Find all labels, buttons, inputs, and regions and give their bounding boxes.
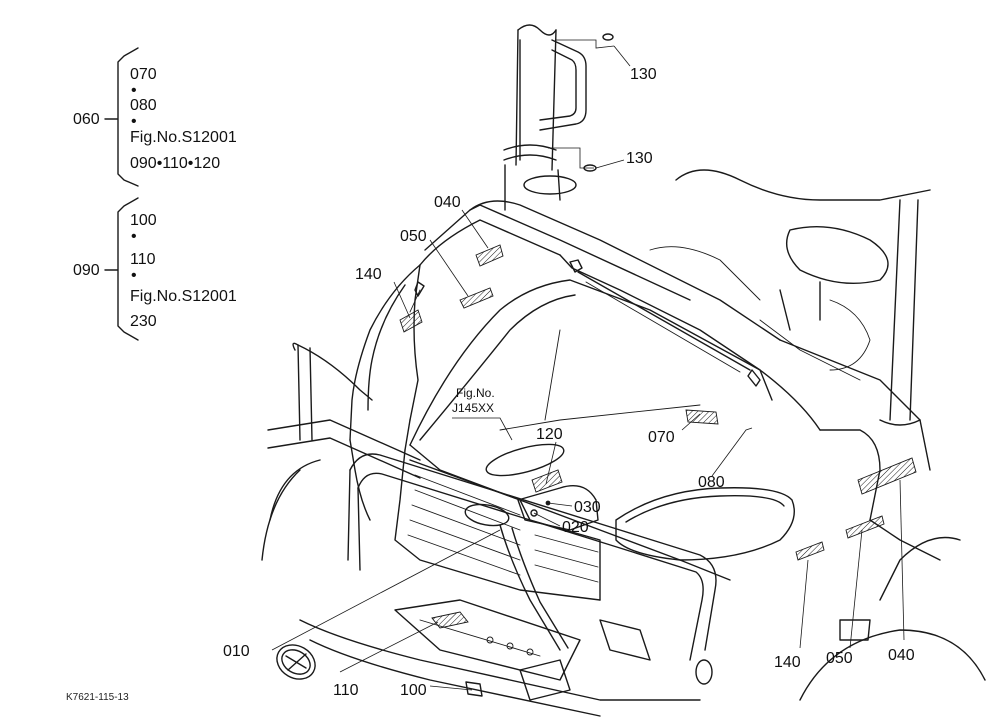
group-090-item: 230 xyxy=(130,313,157,330)
group-090: 090 100 • 110 • Fig.No.S12001 230 xyxy=(73,197,237,341)
group-060-item: 070 xyxy=(130,66,157,83)
reference-code: K7621-115-13 xyxy=(66,692,129,703)
callout-010: 010 xyxy=(223,643,250,660)
callout-140: 140 xyxy=(355,266,382,283)
left-side-panel xyxy=(349,264,425,521)
headlight xyxy=(615,487,795,561)
brush-guard xyxy=(267,342,717,717)
callout-080: 080 xyxy=(698,474,725,491)
callout-050: 050 xyxy=(400,228,427,245)
group-090-dot: • xyxy=(131,228,137,245)
callout-070: 070 xyxy=(648,429,675,446)
group-090-item: 110 xyxy=(130,251,156,268)
group-090-item: Fig.No.S12001 xyxy=(130,288,237,305)
callout-110: 110 xyxy=(333,682,359,699)
group-060-dot: • xyxy=(131,113,137,130)
group-090-id: 090 xyxy=(73,262,100,279)
callout-120: 120 xyxy=(536,426,563,443)
emblem-010 xyxy=(276,644,316,680)
misc-parts xyxy=(599,619,871,685)
roll-bar xyxy=(503,24,615,211)
group-060-id: 060 xyxy=(73,111,100,128)
callout-020: 020 xyxy=(562,519,589,536)
vehicle-drawing xyxy=(261,24,986,717)
callout-labels: 130 130 040 050 140 120 070 080 030 020 … xyxy=(223,66,915,699)
callout-130: 130 xyxy=(630,66,657,83)
group-060-bracket xyxy=(104,47,139,187)
fig-callout-line2: J145XX xyxy=(452,401,494,415)
group-060-item: 080 xyxy=(130,97,157,114)
callout-140: 140 xyxy=(774,654,801,671)
group-060-dot: • xyxy=(131,82,137,99)
group-090-dot: • xyxy=(131,267,137,284)
callout-040: 040 xyxy=(888,647,915,664)
callout-030: 030 xyxy=(574,499,601,516)
right-side-body xyxy=(649,169,941,561)
group-090-bracket xyxy=(104,197,139,341)
fig-callout: Fig.No. J145XX xyxy=(452,386,513,441)
group-060: 060 070 • 080 • Fig.No.S12001 090•110•12… xyxy=(73,47,237,187)
group-090-item: 100 xyxy=(130,212,157,229)
group-060-item: 090•110•120 xyxy=(130,155,220,172)
callout-leaders xyxy=(271,45,905,691)
fig-callout-line1: Fig.No. xyxy=(456,386,495,400)
callout-040: 040 xyxy=(434,194,461,211)
wheel-arches xyxy=(261,459,986,701)
callout-130: 130 xyxy=(626,150,653,167)
group-060-item: Fig.No.S12001 xyxy=(130,129,237,146)
callout-100: 100 xyxy=(400,682,427,699)
skid-plate xyxy=(394,599,581,701)
cowl xyxy=(419,200,781,401)
callout-050: 050 xyxy=(826,650,853,667)
